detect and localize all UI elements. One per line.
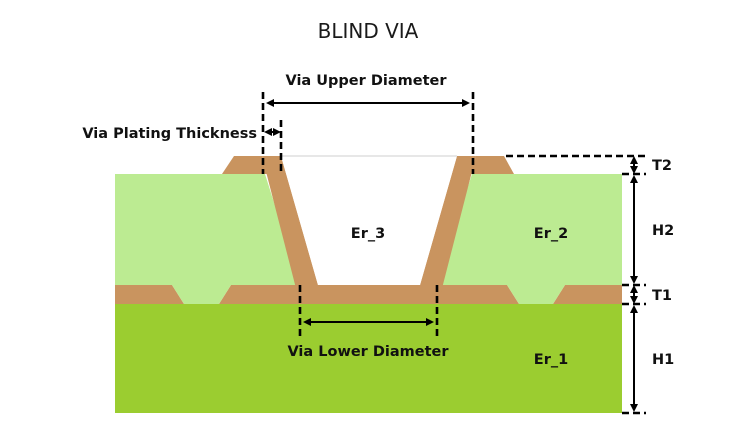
- via-lower-diameter-label: Via Lower Diameter: [287, 344, 449, 360]
- copper-pad-t2-left: [222, 156, 267, 174]
- er1-label: Er_1: [534, 352, 568, 368]
- h1-label: H1: [652, 352, 674, 368]
- via-plating: [262, 156, 476, 304]
- er3-label: Er_3: [351, 226, 385, 242]
- via-cavity: [281, 156, 457, 285]
- dielectric-layer-h2-left: [115, 174, 300, 304]
- t2-label: T2: [652, 158, 672, 174]
- copper-pad-t2-right: [471, 156, 514, 174]
- via-upper-diameter-label: Via Upper Diameter: [286, 73, 448, 89]
- via-plating-thickness-label: Via Plating Thickness: [82, 126, 257, 142]
- er2-label: Er_2: [534, 226, 568, 242]
- diagram-title: BLIND VIA: [318, 19, 419, 43]
- dielectric-layer-h2-right: [437, 174, 622, 304]
- t1-label: T1: [652, 288, 672, 304]
- h2-label: H2: [652, 223, 674, 239]
